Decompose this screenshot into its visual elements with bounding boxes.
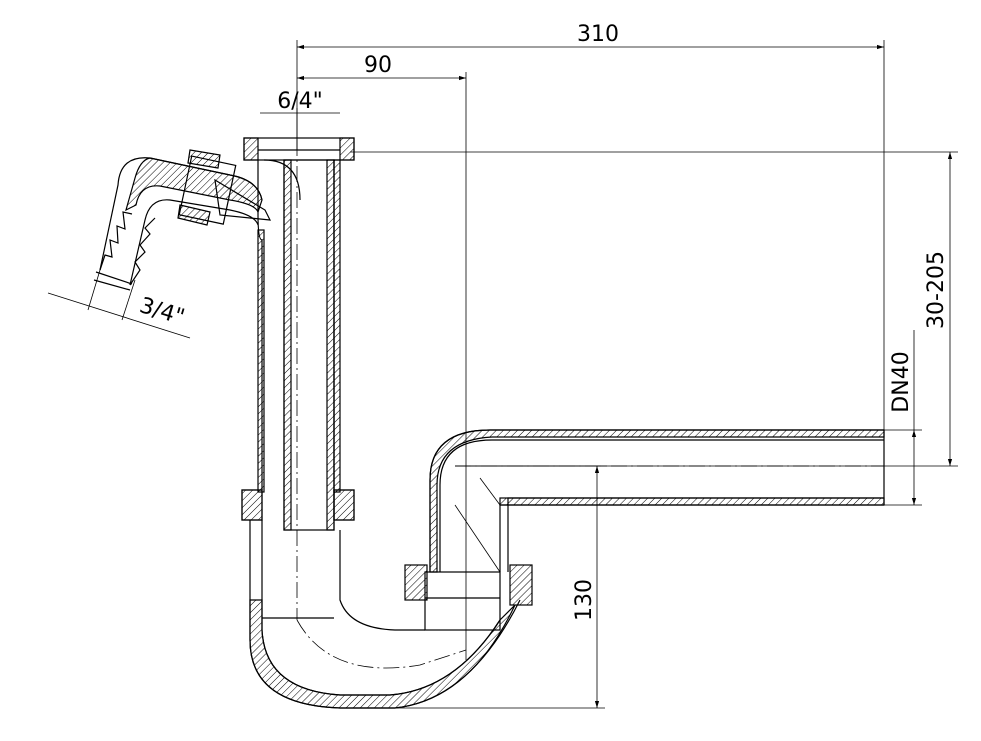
hose-ext-2 bbox=[121, 279, 136, 321]
outlet-nut bbox=[424, 571, 501, 631]
label-total-width: 310 bbox=[577, 22, 619, 47]
label-trap-depth: 130 bbox=[572, 579, 597, 621]
label-inlet-size: 6/4" bbox=[277, 89, 323, 114]
outlet-pipe-bottom bbox=[499, 504, 884, 572]
top-nut bbox=[243, 137, 355, 161]
hose-barb-right bbox=[129, 217, 156, 286]
dimension-lines bbox=[47, 40, 958, 709]
label-inlet-offset: 90 bbox=[364, 53, 392, 78]
dimension-labels: 310 90 6/4" 3/4" 30-205 DN40 130 bbox=[136, 22, 949, 621]
label-hose-connector: 3/4" bbox=[136, 293, 187, 330]
trap-bowl-outer bbox=[249, 520, 521, 709]
hose-ext-1 bbox=[87, 269, 101, 311]
hose-barb-left bbox=[99, 211, 133, 271]
dim-line-hose-connector bbox=[47, 292, 191, 339]
siphon-body bbox=[241, 137, 885, 709]
label-outlet-size: DN40 bbox=[889, 351, 914, 412]
label-height-range: 30-205 bbox=[924, 251, 949, 329]
hose-connector-assembly bbox=[93, 149, 272, 291]
